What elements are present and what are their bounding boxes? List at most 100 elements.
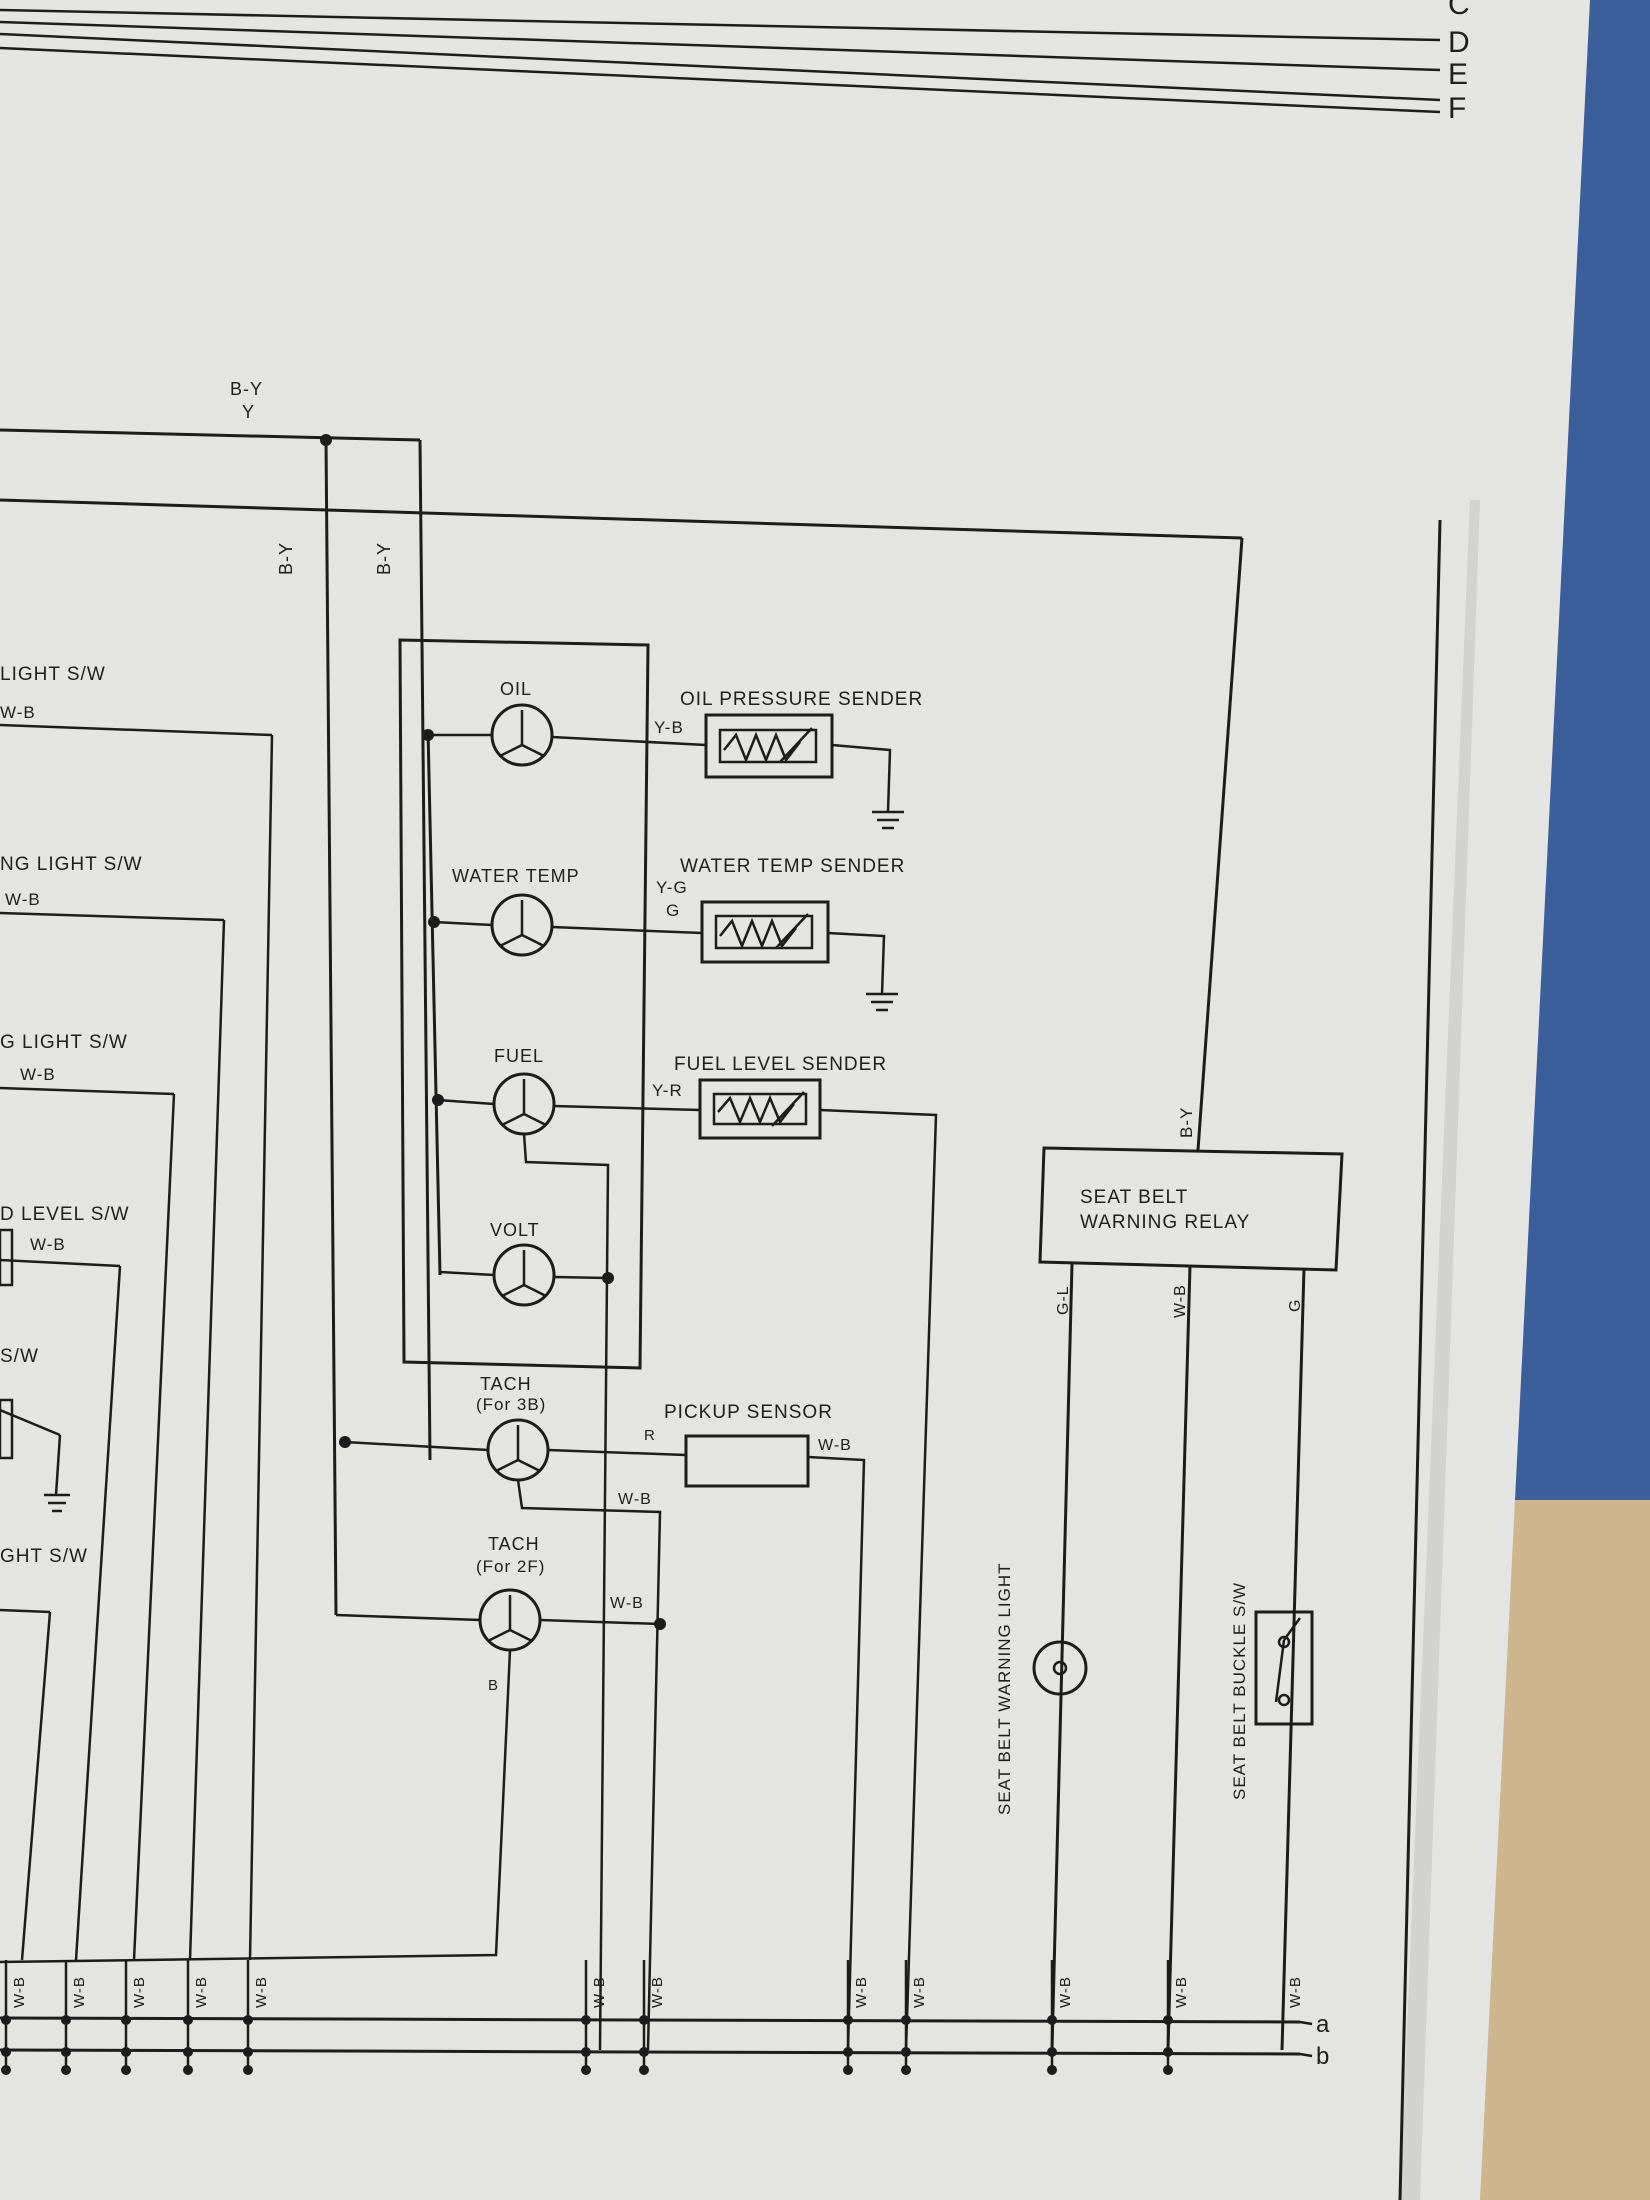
sheet-top-lines	[0, 8, 1441, 114]
left-wire-4: W-B	[30, 1235, 66, 1254]
ground-wire-label: W-B	[1057, 1976, 1074, 2008]
pickup-sensor	[684, 1434, 866, 2051]
row-letter-f: F	[1448, 92, 1467, 125]
row-letter-e: E	[1448, 58, 1469, 91]
relay-in-wire-label: B-Y	[1177, 1107, 1196, 1138]
oil-wire-label: Y-B	[654, 718, 684, 737]
top-wire-label-1: B-Y	[230, 379, 263, 399]
junction-dot	[1047, 2015, 1057, 2025]
water-wire-label-1: Y-G	[656, 878, 688, 897]
left-wire-1: W-B	[0, 703, 36, 722]
bus-label-a: a	[1316, 2011, 1330, 2038]
junction-dot	[901, 2015, 911, 2025]
fuel-wire-label: Y-R	[652, 1081, 683, 1100]
junction-dot	[1163, 2015, 1173, 2025]
relay-output-wires	[1050, 1263, 1306, 2051]
row-letter-d: D	[1448, 26, 1471, 59]
junction-dot	[581, 2065, 591, 2075]
junction-dot	[581, 2015, 591, 2025]
seat-belt-light-label: SEAT BELT WARNING LIGHT	[995, 1562, 1014, 1815]
tach-2f-gauge	[0, 1588, 666, 1964]
junction-dot	[183, 2047, 193, 2057]
seat-belt-switch-label: SEAT BELT BUCKLE S/W	[1230, 1582, 1249, 1800]
left-label-g-light-sw: G LIGHT S/W	[0, 1032, 128, 1053]
junction-dot	[581, 2047, 591, 2057]
water-temp-gauge	[428, 893, 703, 957]
junction-dot	[639, 2047, 649, 2057]
left-switch-box-1	[0, 1228, 14, 1287]
left-label-ght-sw: GHT S/W	[0, 1546, 88, 1567]
sheet-border-right	[1398, 519, 1442, 2200]
tach-3b-gauge	[339, 1418, 687, 2051]
relay-wire-g-label: G	[1287, 1299, 1304, 1312]
ground-wire-label: W-B	[911, 1976, 928, 2008]
tach-2f-wire-b: B	[488, 1677, 499, 1694]
junction-dot	[121, 2065, 131, 2075]
row-letter-c: C	[1448, 0, 1471, 21]
water-temp-sender	[700, 900, 898, 1012]
water-temp-sender-label: WATER TEMP SENDER	[680, 856, 905, 877]
ground-wire-label: W-B	[1287, 1976, 1304, 2008]
junction-dot	[61, 2065, 71, 2075]
junction-dot	[843, 2047, 853, 2057]
vertical-wire-label-left: B-Y	[276, 542, 296, 575]
junction-dot	[1047, 2065, 1057, 2075]
oil-gauge-label: OIL	[500, 679, 532, 699]
meter-cluster-box	[398, 638, 650, 1370]
junction-dot	[61, 2047, 71, 2057]
left-ground-symbol	[44, 1493, 70, 1513]
left-wire-3: W-B	[20, 1065, 56, 1084]
pickup-sensor-label: PICKUP SENSOR	[664, 1402, 833, 1423]
oil-pressure-sender-label: OIL PRESSURE SENDER	[680, 689, 923, 710]
junction-dot	[1, 2065, 11, 2075]
pickup-out-wire-label: W-B	[818, 1437, 852, 1454]
seat-belt-buckle-switch	[1254, 1610, 1314, 1726]
relay-label-line-2: WARNING RELAY	[1080, 1212, 1250, 1233]
left-label-light-sw: LIGHT S/W	[0, 664, 106, 685]
junction-dot	[1, 2047, 11, 2057]
junction-dot	[183, 2065, 193, 2075]
ground-wire-label: W-B	[853, 1976, 870, 2008]
left-switch-box-2	[0, 1398, 14, 1460]
ground-wire-label: W-B	[131, 1976, 148, 2008]
fuel-gauge-label: FUEL	[494, 1046, 544, 1066]
seat-belt-warning-light	[1032, 1640, 1088, 1696]
tach-wb-label-2: W-B	[610, 1595, 644, 1612]
junction-dot	[843, 2065, 853, 2075]
tach-wb-label-1: W-B	[618, 1491, 652, 1508]
junction-dot	[61, 2015, 71, 2025]
junction-dot	[1163, 2065, 1173, 2075]
top-wire-label-2: Y	[242, 402, 255, 422]
ground-wire-label: W-B	[591, 1976, 608, 2008]
fuel-gauge	[432, 1072, 701, 2051]
junction-dot	[1, 2015, 11, 2025]
junction-dot	[243, 2047, 253, 2057]
tach-2f-title: TACH	[488, 1534, 540, 1554]
oil-gauge	[422, 703, 707, 767]
tach-r-wire-label: R	[644, 1427, 656, 1444]
ground-wire-label: W-B	[193, 1976, 210, 2008]
tach-3b-subtitle: (For 3B)	[476, 1395, 546, 1414]
junction-dot	[121, 2047, 131, 2057]
junction-dot	[1163, 2047, 1173, 2057]
water-temp-gauge-label: WATER TEMP	[452, 866, 580, 886]
junction-dot	[243, 2065, 253, 2075]
water-wire-label-2: G	[666, 901, 680, 920]
left-switch-wires	[0, 723, 274, 1961]
junction-dot	[243, 2015, 253, 2025]
fuel-level-sender-label: FUEL LEVEL SENDER	[674, 1054, 887, 1075]
junction-dot	[1047, 2047, 1057, 2057]
junction-dot	[843, 2015, 853, 2025]
seat-belt-warning-relay	[1038, 1146, 1344, 1272]
junction-dot	[183, 2015, 193, 2025]
ground-wire-label: W-B	[649, 1976, 666, 2008]
ground-bus	[0, 2016, 1313, 2058]
bus-label-b: b	[1316, 2043, 1330, 2070]
left-wire-2: W-B	[5, 890, 41, 909]
volt-gauge	[439, 1243, 614, 1307]
relay-wire-g-l-label: G-L	[1055, 1285, 1072, 1315]
paper-edge-shadow	[1400, 500, 1480, 2200]
ground-wire-label: W-B	[1173, 1976, 1190, 2008]
